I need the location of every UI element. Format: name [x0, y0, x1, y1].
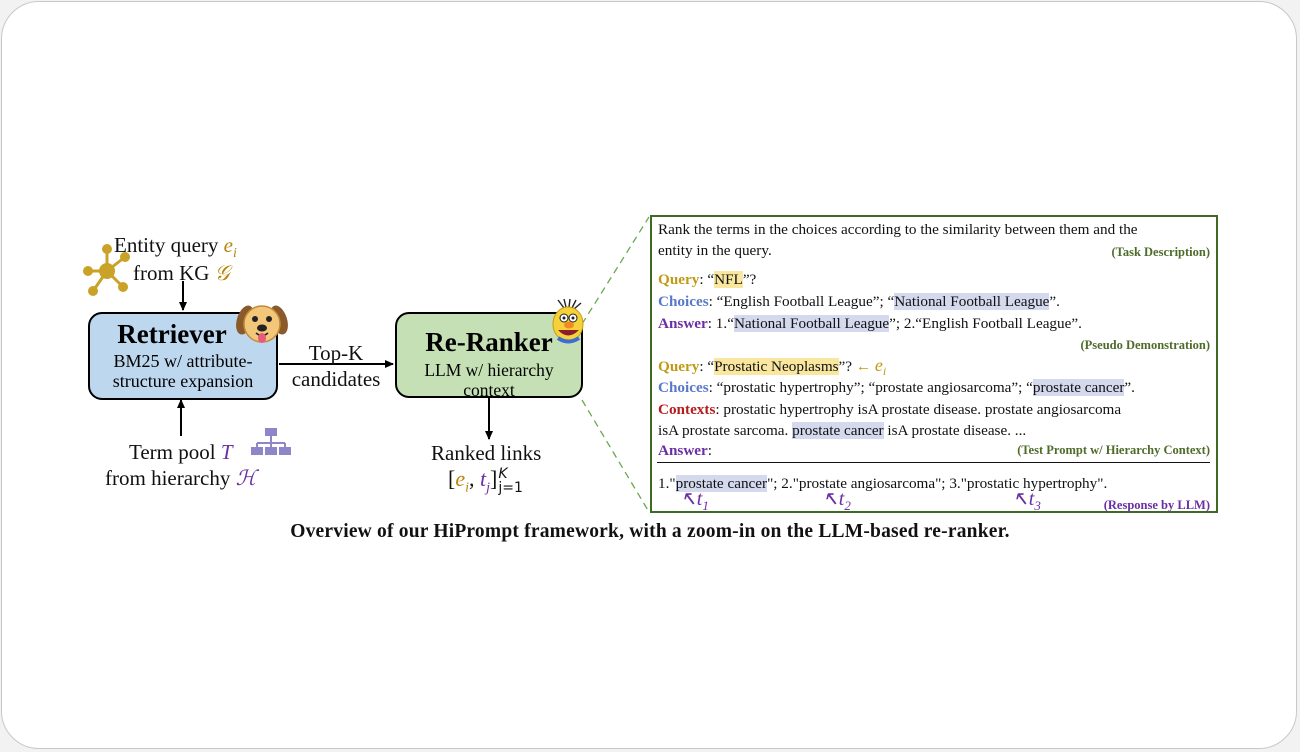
test-contexts-line-1: Contexts: prostatic hypertrophy isA pros… [658, 401, 1122, 418]
retriever-box: Retriever BM25 w/ attribute- structure e… [88, 312, 278, 400]
retriever-subtitle-2: structure expansion [112, 371, 254, 391]
tag-pseudo-demonstration: (Pseudo Demonstration) [1080, 338, 1210, 352]
task-description-line-2: entity in the query. [658, 242, 772, 259]
demo-query-line: Query: “NFL”? [658, 271, 757, 288]
prompt-panel: Rank the terms in the choices according … [650, 215, 1218, 513]
task-description-line-1: Rank the terms in the choices according … [658, 221, 1138, 238]
from-kg-label: from KG 𝒢 [133, 261, 230, 285]
zoom-line-top [581, 216, 650, 325]
test-query-line: Query: “Prostatic Neoplasms”? ← ei [658, 355, 887, 379]
test-answer-line: Answer: [658, 442, 713, 459]
t2-marker: ↖t2 [822, 488, 851, 513]
test-choices-line: Choices: “prostatic hypertrophy”; “prost… [658, 379, 1135, 396]
t1-marker: ↖t1 [680, 488, 709, 513]
from-hierarchy-label: from hierarchy ℋ [105, 466, 257, 490]
knowledge-graph-icon [83, 244, 130, 296]
dog-mascot-icon [236, 305, 288, 343]
reranker-title: Re-Ranker [425, 327, 553, 357]
t3-marker: ↖t3 [1012, 488, 1041, 513]
figure-caption: Overview of our HiPrompt framework, with… [290, 521, 1010, 542]
ranked-links-label: Ranked links [431, 441, 542, 465]
demo-answer-line: Answer: 1.“National Football League”; 2.… [658, 315, 1082, 332]
reranker-subtitle: LLM w/ hierarchy context [424, 360, 554, 400]
tag-task-description: (Task Description) [1111, 245, 1210, 259]
term-pool-label: Term pool T [129, 440, 233, 464]
retriever-title: Retriever [117, 319, 227, 349]
entity-query-label: Entity query ei [114, 233, 237, 262]
hierarchy-icon [251, 428, 291, 455]
muppet-mascot-icon [552, 298, 584, 344]
panel-divider [657, 462, 1210, 463]
llm-response-line: 1."prostate cancer"; 2."prostate angiosa… [658, 475, 1108, 492]
zoom-line-bottom [581, 399, 650, 513]
demo-choices-line: Choices: “English Football League”; “Nat… [658, 293, 1060, 310]
reranker-box: Re-Ranker LLM w/ hierarchy context [395, 312, 583, 400]
tag-test-prompt: (Test Prompt w/ Hierarchy Context) [1017, 443, 1210, 457]
tag-response-by-llm: (Response by LLM) [1103, 498, 1210, 512]
test-contexts-line-2: isA prostate sarcoma. prostate cancer is… [658, 422, 1027, 439]
retriever-subtitle-1: BM25 w/ attribute- [113, 351, 253, 371]
